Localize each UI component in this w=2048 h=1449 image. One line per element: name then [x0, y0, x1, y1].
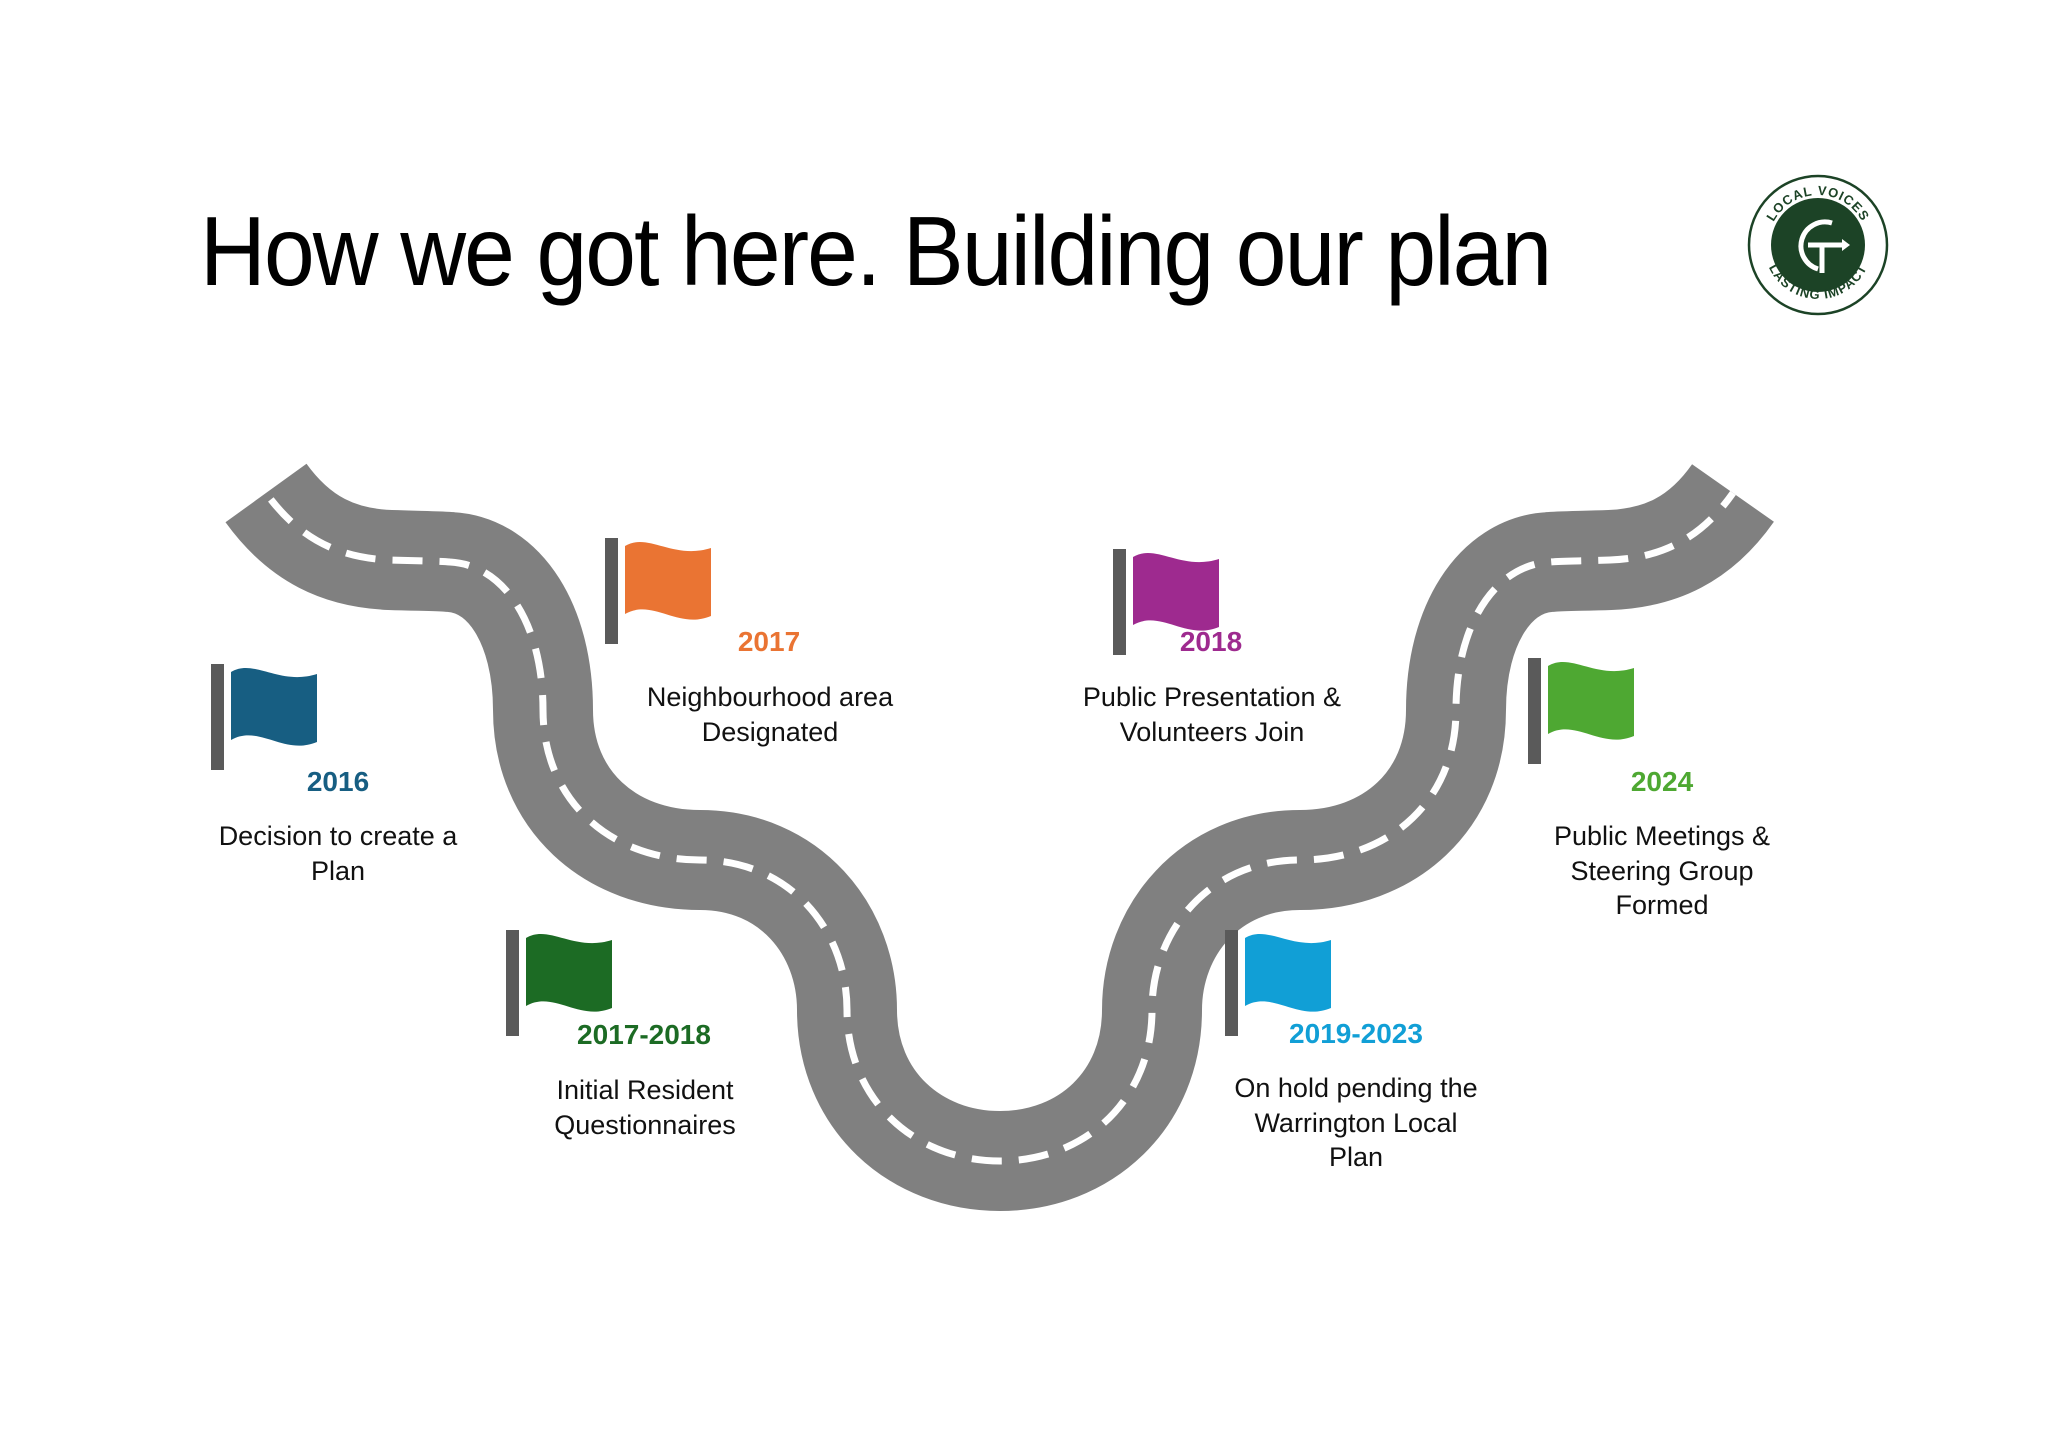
- flag-icon: [1113, 549, 1219, 655]
- milestone-year: 2017-2018: [577, 1019, 711, 1050]
- milestone-year: 2024: [1630, 766, 1694, 797]
- road-center-dashes: [263, 490, 1736, 1165]
- milestone-description: On hold pending the Warrington Local Pla…: [1234, 1073, 1478, 1172]
- page-title: How we got here. Building our plan: [200, 196, 1552, 306]
- flag-icon: [211, 664, 317, 770]
- milestone-year: 2017: [737, 626, 801, 657]
- road-surface: [225, 462, 1774, 1212]
- milestone-year: 2019-2023: [1289, 1018, 1423, 1049]
- milestone-description: Decision to create a Plan: [218, 821, 458, 886]
- milestone-description: Public Presentation & Volunteers Join: [1082, 682, 1342, 747]
- local-voices-logo-icon: LOCAL VOICES LASTING IMPACT: [1747, 174, 1889, 316]
- flag-icon: [506, 930, 612, 1036]
- milestone-description: Initial Resident Questionnaires: [554, 1075, 736, 1140]
- milestone-description: Public Meetings & Steering Group Formed: [1553, 821, 1771, 920]
- flag-icon: [1528, 658, 1634, 764]
- flag-icon: [1225, 930, 1331, 1036]
- milestone-year: 2018: [1179, 626, 1243, 657]
- flag-icon: [605, 538, 711, 644]
- milestone-year: 2016: [306, 766, 370, 797]
- milestone-description: Neighbourhood area Designated: [646, 682, 894, 747]
